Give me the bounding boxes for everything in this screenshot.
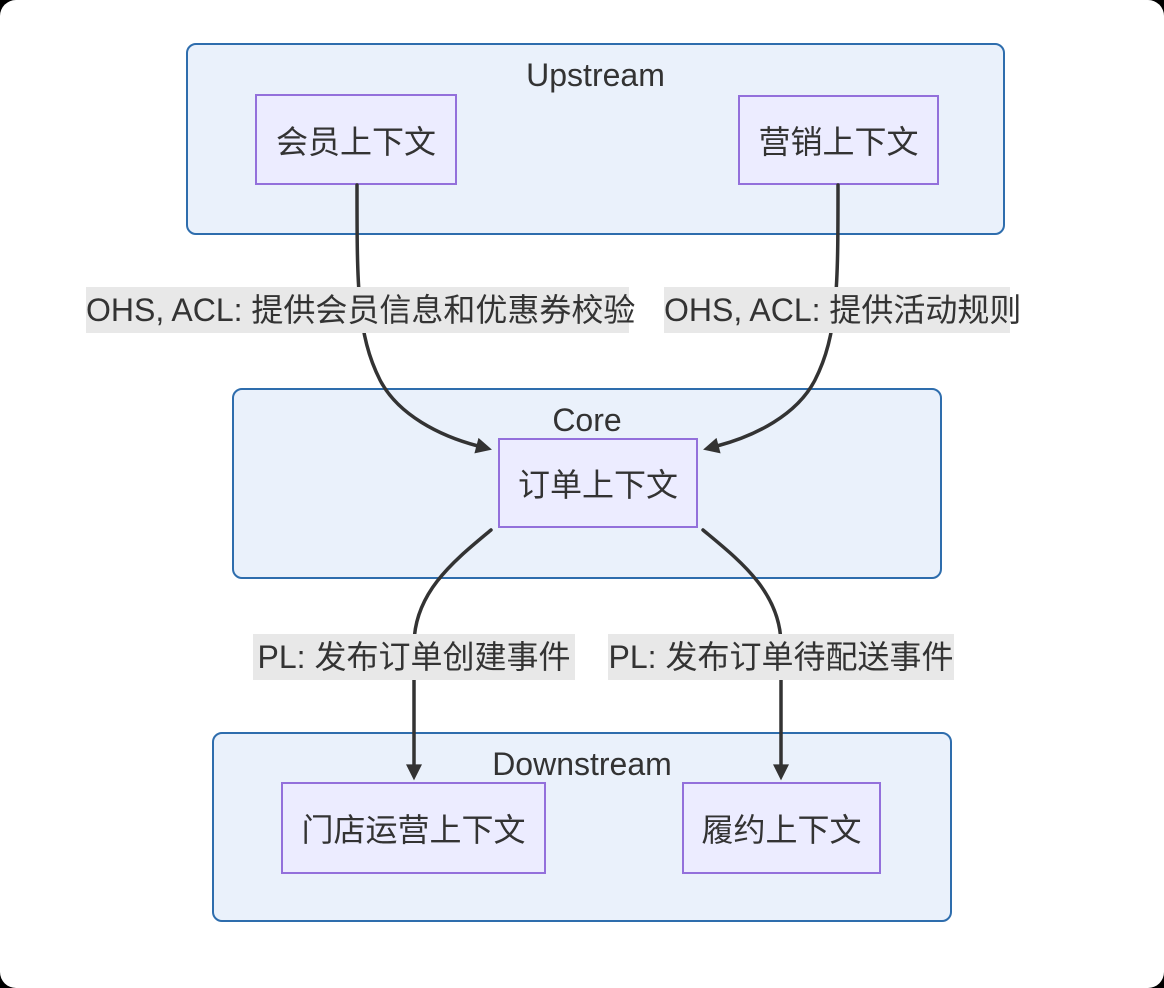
cluster-upstream-title: Upstream (526, 57, 665, 93)
node-order-context: 订单上下文 (498, 438, 698, 528)
node-fulfillment-context: 履约上下文 (682, 782, 881, 874)
edge-label-member-to-order: OHS, ACL: 提供会员信息和优惠券校验 (86, 287, 635, 333)
cluster-downstream-title: Downstream (492, 746, 672, 782)
edge-label-marketing-to-order: OHS, ACL: 提供活动规则 (664, 287, 1021, 333)
cluster-core-title: Core (552, 402, 622, 438)
edge-label-order-to-store: PL: 发布订单创建事件 (253, 634, 575, 680)
node-member-context: 会员上下文 (255, 94, 457, 185)
node-marketing-context: 营销上下文 (738, 95, 939, 185)
edge-label-order-to-fulfillment: PL: 发布订单待配送事件 (608, 634, 954, 680)
node-store-operations-context: 门店运营上下文 (281, 782, 546, 874)
